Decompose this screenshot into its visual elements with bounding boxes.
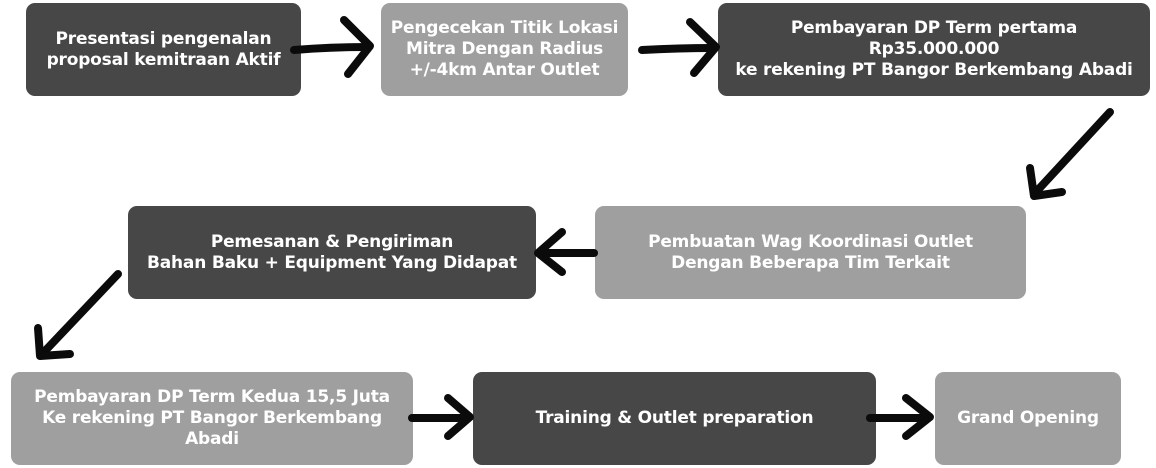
step-pemesanan: Pemesanan & Pengiriman Bahan Baku + Equi… [128,206,536,299]
step-grand-opening: Grand Opening [935,372,1121,465]
step-pembayaran-dp2-label: Pembayaran DP Term Kedua 15,5 Juta Ke re… [34,387,390,449]
step-pengecekan-label: Pengecekan Titik Lokasi Mitra Dengan Rad… [390,18,619,80]
step-pembuatan-wag-label: Pembuatan Wag Koordinasi Outlet Dengan B… [648,231,973,273]
arrow-down-left-icon [1026,108,1114,200]
arrow-right-icon [638,18,720,77]
step-pembayaran-dp1: Pembayaran DP Term pertama Rp35.000.000 … [718,3,1150,96]
arrow-down-left-icon [34,270,122,360]
step-presentasi: Presentasi pengenalan proposal kemitraan… [26,3,301,96]
step-training-label: Training & Outlet preparation [535,408,814,428]
arrow-right-icon [866,394,934,440]
step-grand-opening-label: Grand Opening [957,408,1099,428]
step-pengecekan: Pengecekan Titik Lokasi Mitra Dengan Rad… [381,3,628,96]
step-pembuatan-wag: Pembuatan Wag Koordinasi Outlet Dengan B… [595,206,1026,299]
arrow-right-icon [408,394,474,440]
step-pemesanan-label: Pemesanan & Pengiriman Bahan Baku + Equi… [147,231,517,273]
arrow-right-icon [290,16,374,78]
arrow-left-icon [534,228,598,276]
step-pembayaran-dp1-label: Pembayaran DP Term pertama Rp35.000.000 … [735,18,1133,80]
step-training: Training & Outlet preparation [473,372,876,465]
step-pembayaran-dp2: Pembayaran DP Term Kedua 15,5 Juta Ke re… [11,372,413,465]
step-presentasi-label: Presentasi pengenalan proposal kemitraan… [46,28,281,70]
